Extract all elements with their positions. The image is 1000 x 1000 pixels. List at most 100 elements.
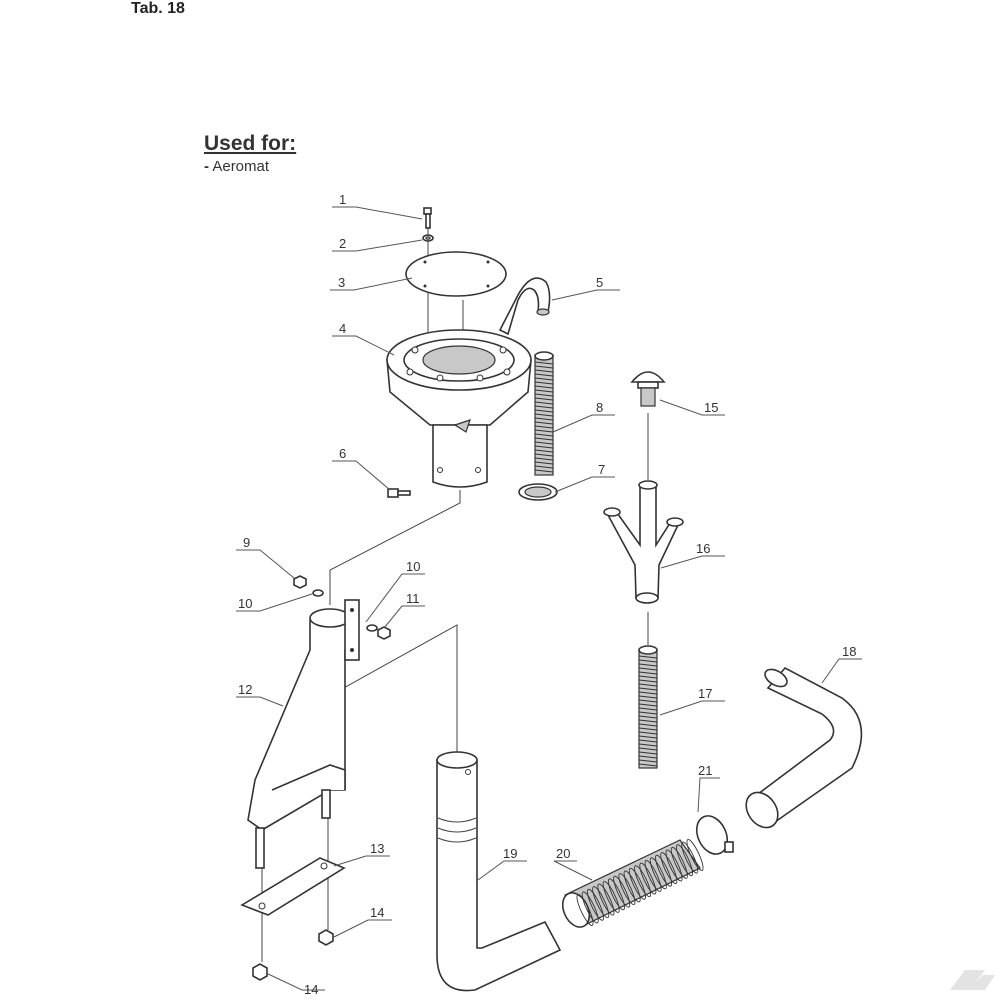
hose-rib bbox=[638, 663, 658, 667]
hose-rib bbox=[534, 457, 554, 461]
part-distributor-housing bbox=[386, 329, 532, 488]
part-hose-lower bbox=[638, 645, 658, 769]
part-bolt bbox=[423, 207, 432, 229]
callout-1: 1 bbox=[339, 192, 346, 207]
part-holder-bracket bbox=[247, 599, 360, 869]
callout-4: 4 bbox=[339, 321, 346, 336]
hose-rib bbox=[638, 759, 658, 763]
hose-rib bbox=[534, 465, 554, 469]
used-for-item-text: Aeromat bbox=[212, 158, 270, 175]
callout-9: 9 bbox=[243, 535, 250, 550]
hose-rib bbox=[581, 891, 599, 924]
part-corrugated-hose bbox=[561, 839, 704, 928]
hose-rib bbox=[534, 413, 554, 417]
hose-rib bbox=[534, 381, 554, 385]
hose-rib bbox=[638, 735, 658, 739]
hose-rib bbox=[534, 397, 554, 401]
hose-rib bbox=[638, 727, 658, 731]
hose-rib bbox=[607, 878, 625, 911]
hose-rib bbox=[602, 880, 620, 913]
hose-rib bbox=[534, 429, 554, 433]
hose-rib bbox=[534, 445, 554, 449]
hose-rib bbox=[534, 437, 554, 441]
callout-13: 13 bbox=[370, 841, 384, 856]
hose-rib bbox=[644, 860, 662, 892]
hose-rib bbox=[534, 361, 554, 365]
part-washer bbox=[422, 234, 434, 242]
hose-rib bbox=[576, 894, 594, 926]
used-for-item: - Aeromat bbox=[204, 158, 269, 175]
hose-rib bbox=[534, 461, 554, 465]
hose-rib bbox=[638, 719, 658, 723]
part-bend-pipe bbox=[745, 666, 863, 829]
hose-rib bbox=[628, 867, 646, 900]
part-clamp-ring bbox=[695, 815, 734, 855]
hose-rib bbox=[681, 841, 699, 874]
hose-rib bbox=[670, 846, 688, 879]
callout-6: 6 bbox=[339, 446, 346, 461]
part-down-pipe bbox=[436, 751, 562, 992]
hose-rib bbox=[613, 875, 631, 908]
hose-rib bbox=[638, 751, 658, 755]
part-cover-plate bbox=[405, 251, 507, 297]
hose-rib bbox=[638, 691, 658, 695]
callout-12: 12 bbox=[238, 682, 252, 697]
hose-rib bbox=[660, 852, 678, 885]
hose-rib bbox=[534, 377, 554, 381]
part-screw bbox=[387, 488, 411, 498]
hose-rib bbox=[586, 888, 604, 921]
callout-2: 2 bbox=[339, 236, 346, 251]
hose-rib bbox=[534, 389, 554, 393]
hose-rib bbox=[618, 873, 636, 905]
hose-rib bbox=[638, 723, 658, 727]
brand-logo-mark bbox=[950, 970, 995, 990]
hose-rib bbox=[592, 886, 610, 919]
hose-rib bbox=[655, 854, 673, 887]
callout-14-lower: 14 bbox=[304, 982, 318, 997]
callout-labels: 1 2 3 4 5 6 7 8 9 10 10 11 12 13 14 14 1… bbox=[238, 192, 856, 997]
hose-rib bbox=[638, 667, 658, 671]
hose-rib bbox=[638, 731, 658, 735]
hose-rib bbox=[534, 453, 554, 457]
part-clamp-plate bbox=[240, 857, 346, 916]
hose-rib bbox=[534, 449, 554, 453]
hose-rib bbox=[638, 655, 658, 659]
callout-leaders bbox=[236, 206, 862, 991]
hose-rib bbox=[534, 369, 554, 373]
callout-18: 18 bbox=[842, 644, 856, 659]
part-bent-pipe bbox=[498, 277, 551, 336]
hose-rib bbox=[638, 715, 658, 719]
callout-15: 15 bbox=[704, 400, 718, 415]
hose-rib bbox=[638, 743, 658, 747]
hose-rib bbox=[638, 703, 658, 707]
callout-7: 7 bbox=[598, 462, 605, 477]
callout-17: 17 bbox=[698, 686, 712, 701]
hose-rib bbox=[534, 433, 554, 437]
hose-rib bbox=[597, 883, 615, 916]
callout-11: 11 bbox=[406, 591, 420, 606]
hose-rib bbox=[639, 862, 657, 895]
hose-rib bbox=[638, 763, 658, 767]
callout-14-upper: 14 bbox=[370, 905, 384, 920]
hose-rib bbox=[638, 755, 658, 759]
hose-rib bbox=[638, 671, 658, 675]
hose-rib bbox=[638, 699, 658, 703]
hose-rib bbox=[534, 365, 554, 369]
hose-rib bbox=[534, 421, 554, 425]
callout-10-left: 10 bbox=[238, 596, 252, 611]
part-hose bbox=[534, 351, 554, 476]
hose-rib bbox=[534, 425, 554, 429]
hose-rib bbox=[534, 441, 554, 445]
hose-rib bbox=[534, 409, 554, 413]
hose-rib bbox=[638, 707, 658, 711]
part-nozzle bbox=[630, 371, 666, 407]
callout-16: 16 bbox=[696, 541, 710, 556]
hose-rib bbox=[634, 865, 652, 898]
hose-rib bbox=[534, 393, 554, 397]
hose-rib bbox=[534, 373, 554, 377]
hose-rib bbox=[638, 683, 658, 687]
callout-10-right: 10 bbox=[406, 559, 420, 574]
callout-5: 5 bbox=[596, 275, 603, 290]
hose-rib bbox=[623, 870, 641, 903]
